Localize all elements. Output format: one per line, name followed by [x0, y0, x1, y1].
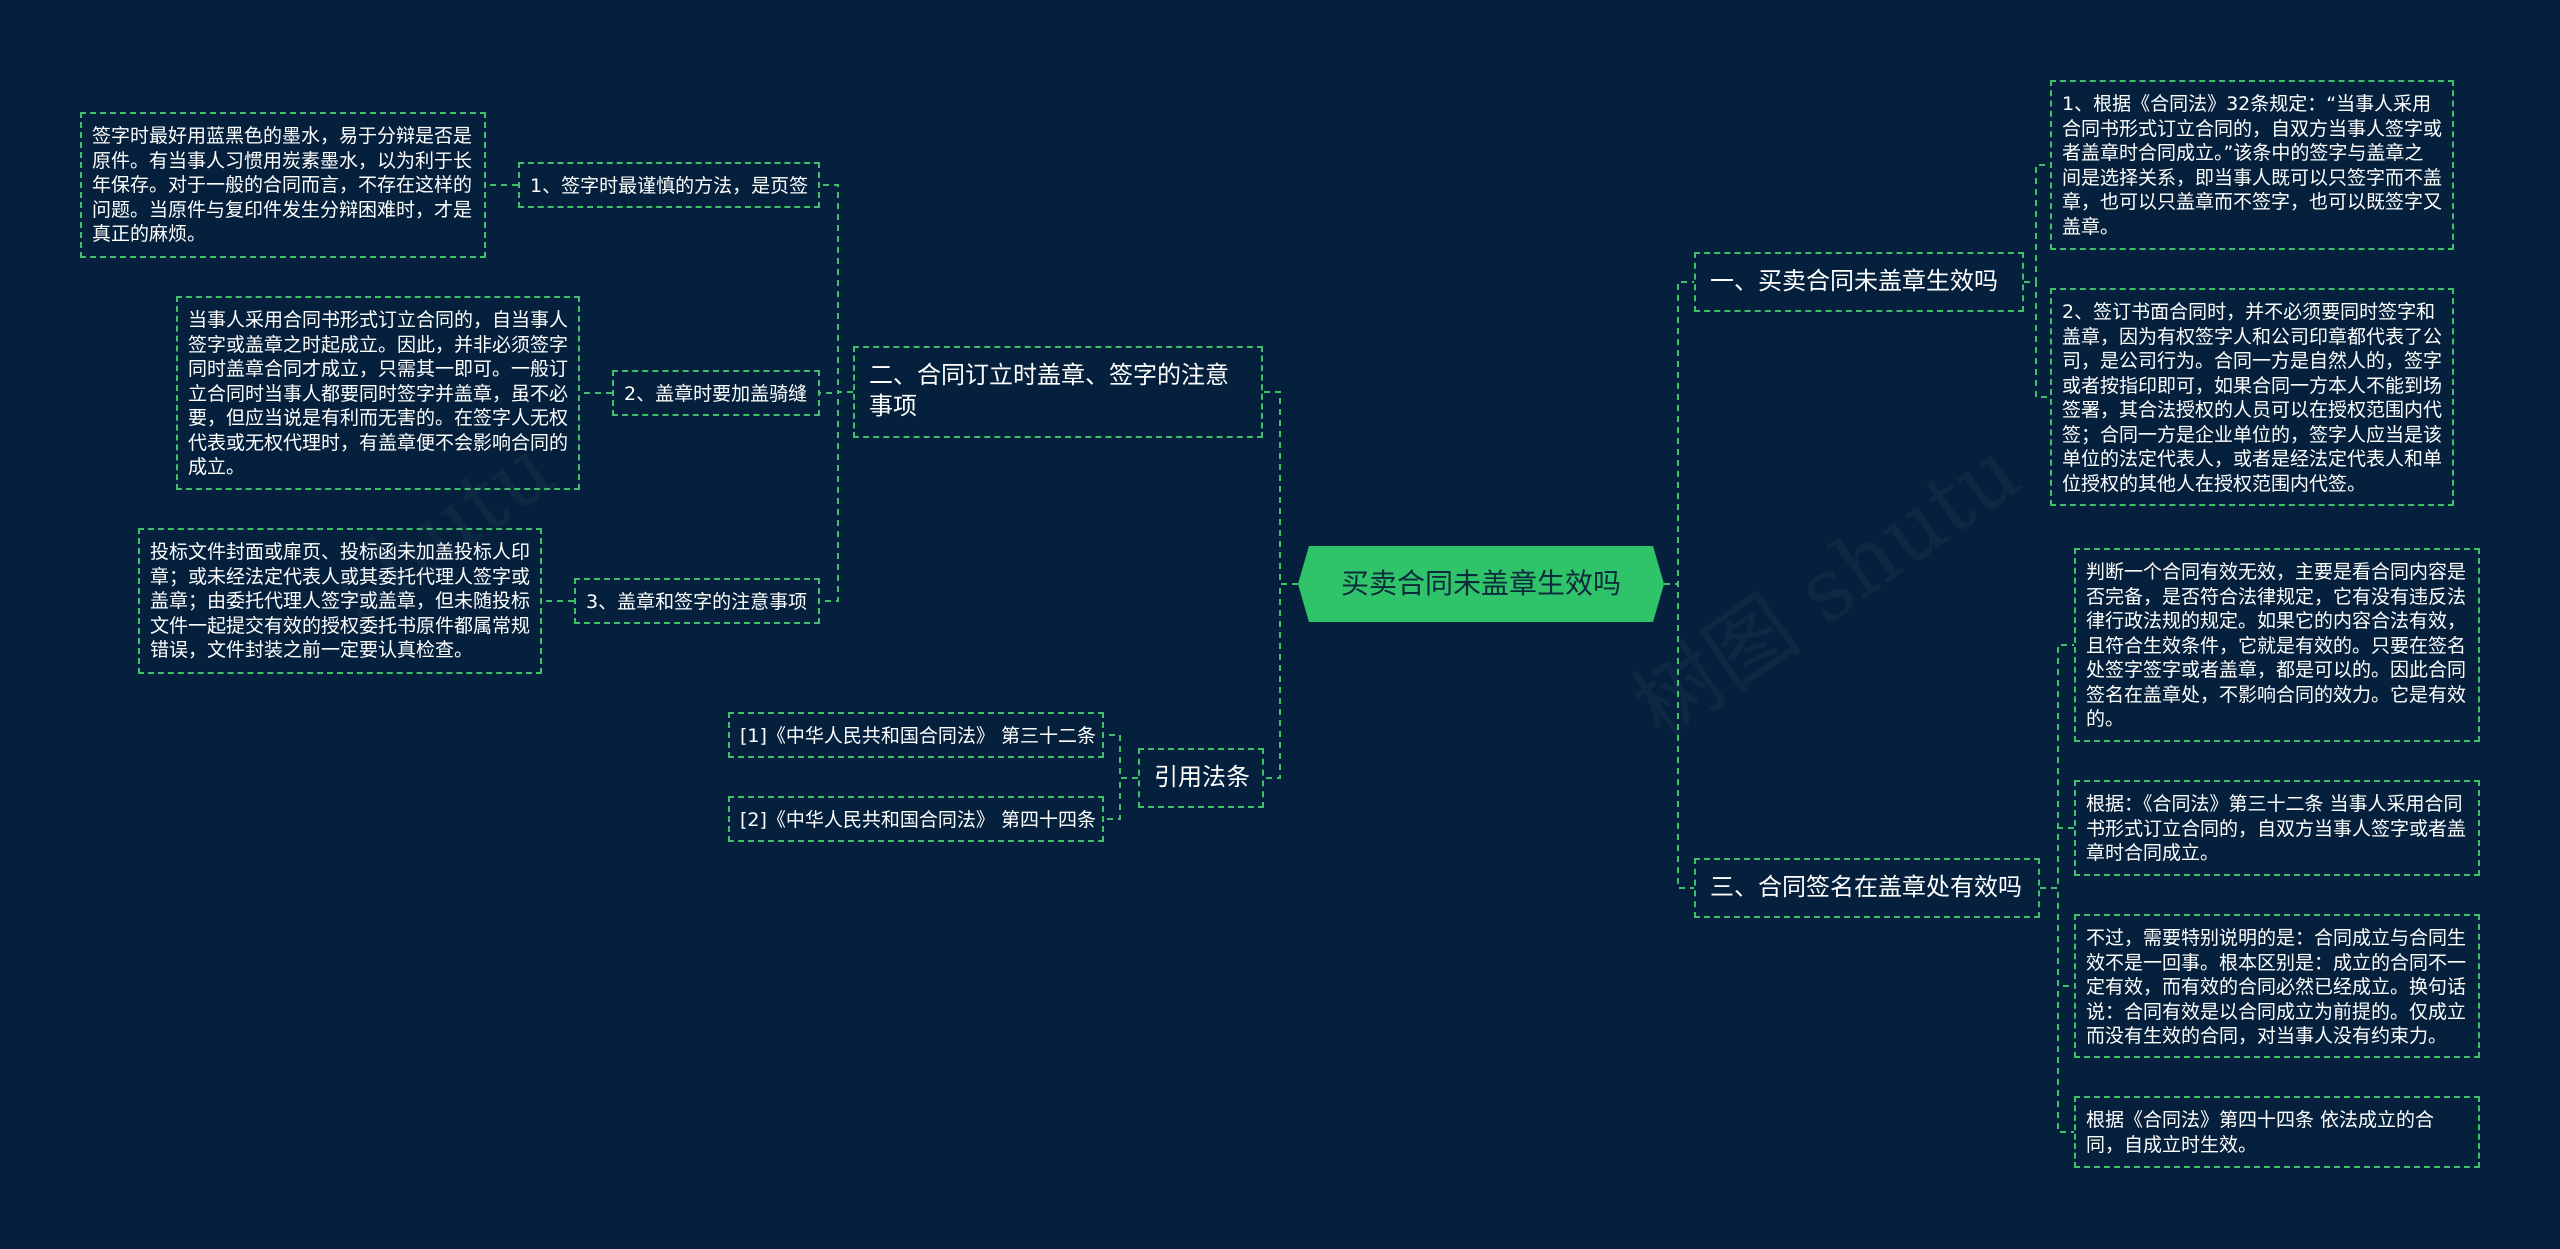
- branch-3-text-3[interactable]: 不过，需要特别说明的是：合同成立与合同生效不是一回事。根本区别是：成立的合同不一…: [2074, 914, 2480, 1058]
- branch-3-text-2[interactable]: 根据：《合同法》第三十二条 当事人采用合同书形式订立合同的，自双方当事人签字或者…: [2074, 780, 2480, 876]
- connector-line: [2040, 644, 2074, 889]
- reference-2[interactable]: [2]《中华人民共和国合同法》 第四十四条: [728, 796, 1104, 842]
- connector-line: [1263, 391, 1298, 585]
- branch-2-sub-1[interactable]: 1、签字时最谨慎的方法，是页签: [518, 162, 820, 208]
- branch-2-sub-3[interactable]: 3、盖章和签字的注意事项: [574, 578, 820, 624]
- branch-topic-4[interactable]: 引用法条: [1138, 748, 1264, 808]
- branch-topic-1[interactable]: 一、买卖合同未盖章生效吗: [1694, 252, 2024, 312]
- connector-line: [2024, 281, 2050, 398]
- branch-3-text-4[interactable]: 根据《合同法》第四十四条 依法成立的合同，自成立时生效。: [2074, 1096, 2480, 1168]
- branch-1-text-2[interactable]: 2、签订书面合同时，并不必须要同时签字和盖章，因为有权签字人和公司印章都代表了公…: [2050, 288, 2454, 506]
- connector-line: [1264, 583, 1298, 779]
- connector-line: [1664, 281, 1694, 585]
- branch-2-sub-2-text[interactable]: 当事人采用合同书形式订立合同的，自当事人签字或盖章之时起成立。因此，并非必须签字…: [176, 296, 580, 490]
- branch-2-sub-1-text[interactable]: 签字时最好用蓝黑色的墨水，易于分辩是否是原件。有当事人习惯用炭素墨水，以为利于长…: [80, 112, 486, 258]
- branch-2-sub-3-text[interactable]: 投标文件封面或扉页、投标函未加盖投标人印章；或未经法定代表人或其委托代理人签字或…: [138, 528, 542, 674]
- connector-line: [1104, 734, 1138, 779]
- root-topic[interactable]: 买卖合同未盖章生效吗: [1298, 546, 1664, 622]
- branch-2-sub-2[interactable]: 2、盖章时要加盖骑缝: [612, 370, 820, 416]
- branch-topic-2[interactable]: 二、合同订立时盖章、签字的注意事项: [853, 346, 1263, 438]
- connector-line: [1104, 777, 1138, 820]
- branch-1-text-1[interactable]: 1、根据《合同法》32条规定：“当事人采用合同书形式订立合同的，自双方当事人签字…: [2050, 80, 2454, 250]
- branch-3-text-1[interactable]: 判断一个合同有效无效，主要是看合同内容是否完备，是否符合法律规定，它有没有违反法…: [2074, 548, 2480, 742]
- connector-line: [2040, 887, 2074, 1133]
- connector-line: [2040, 827, 2074, 889]
- connector-line: [820, 391, 853, 602]
- connector-line: [1664, 583, 1694, 889]
- branch-topic-3[interactable]: 三、合同签名在盖章处有效吗: [1694, 858, 2040, 918]
- connector-line: [2024, 164, 2050, 283]
- connector-line: [820, 184, 853, 393]
- reference-1[interactable]: [1]《中华人民共和国合同法》 第三十二条: [728, 712, 1104, 758]
